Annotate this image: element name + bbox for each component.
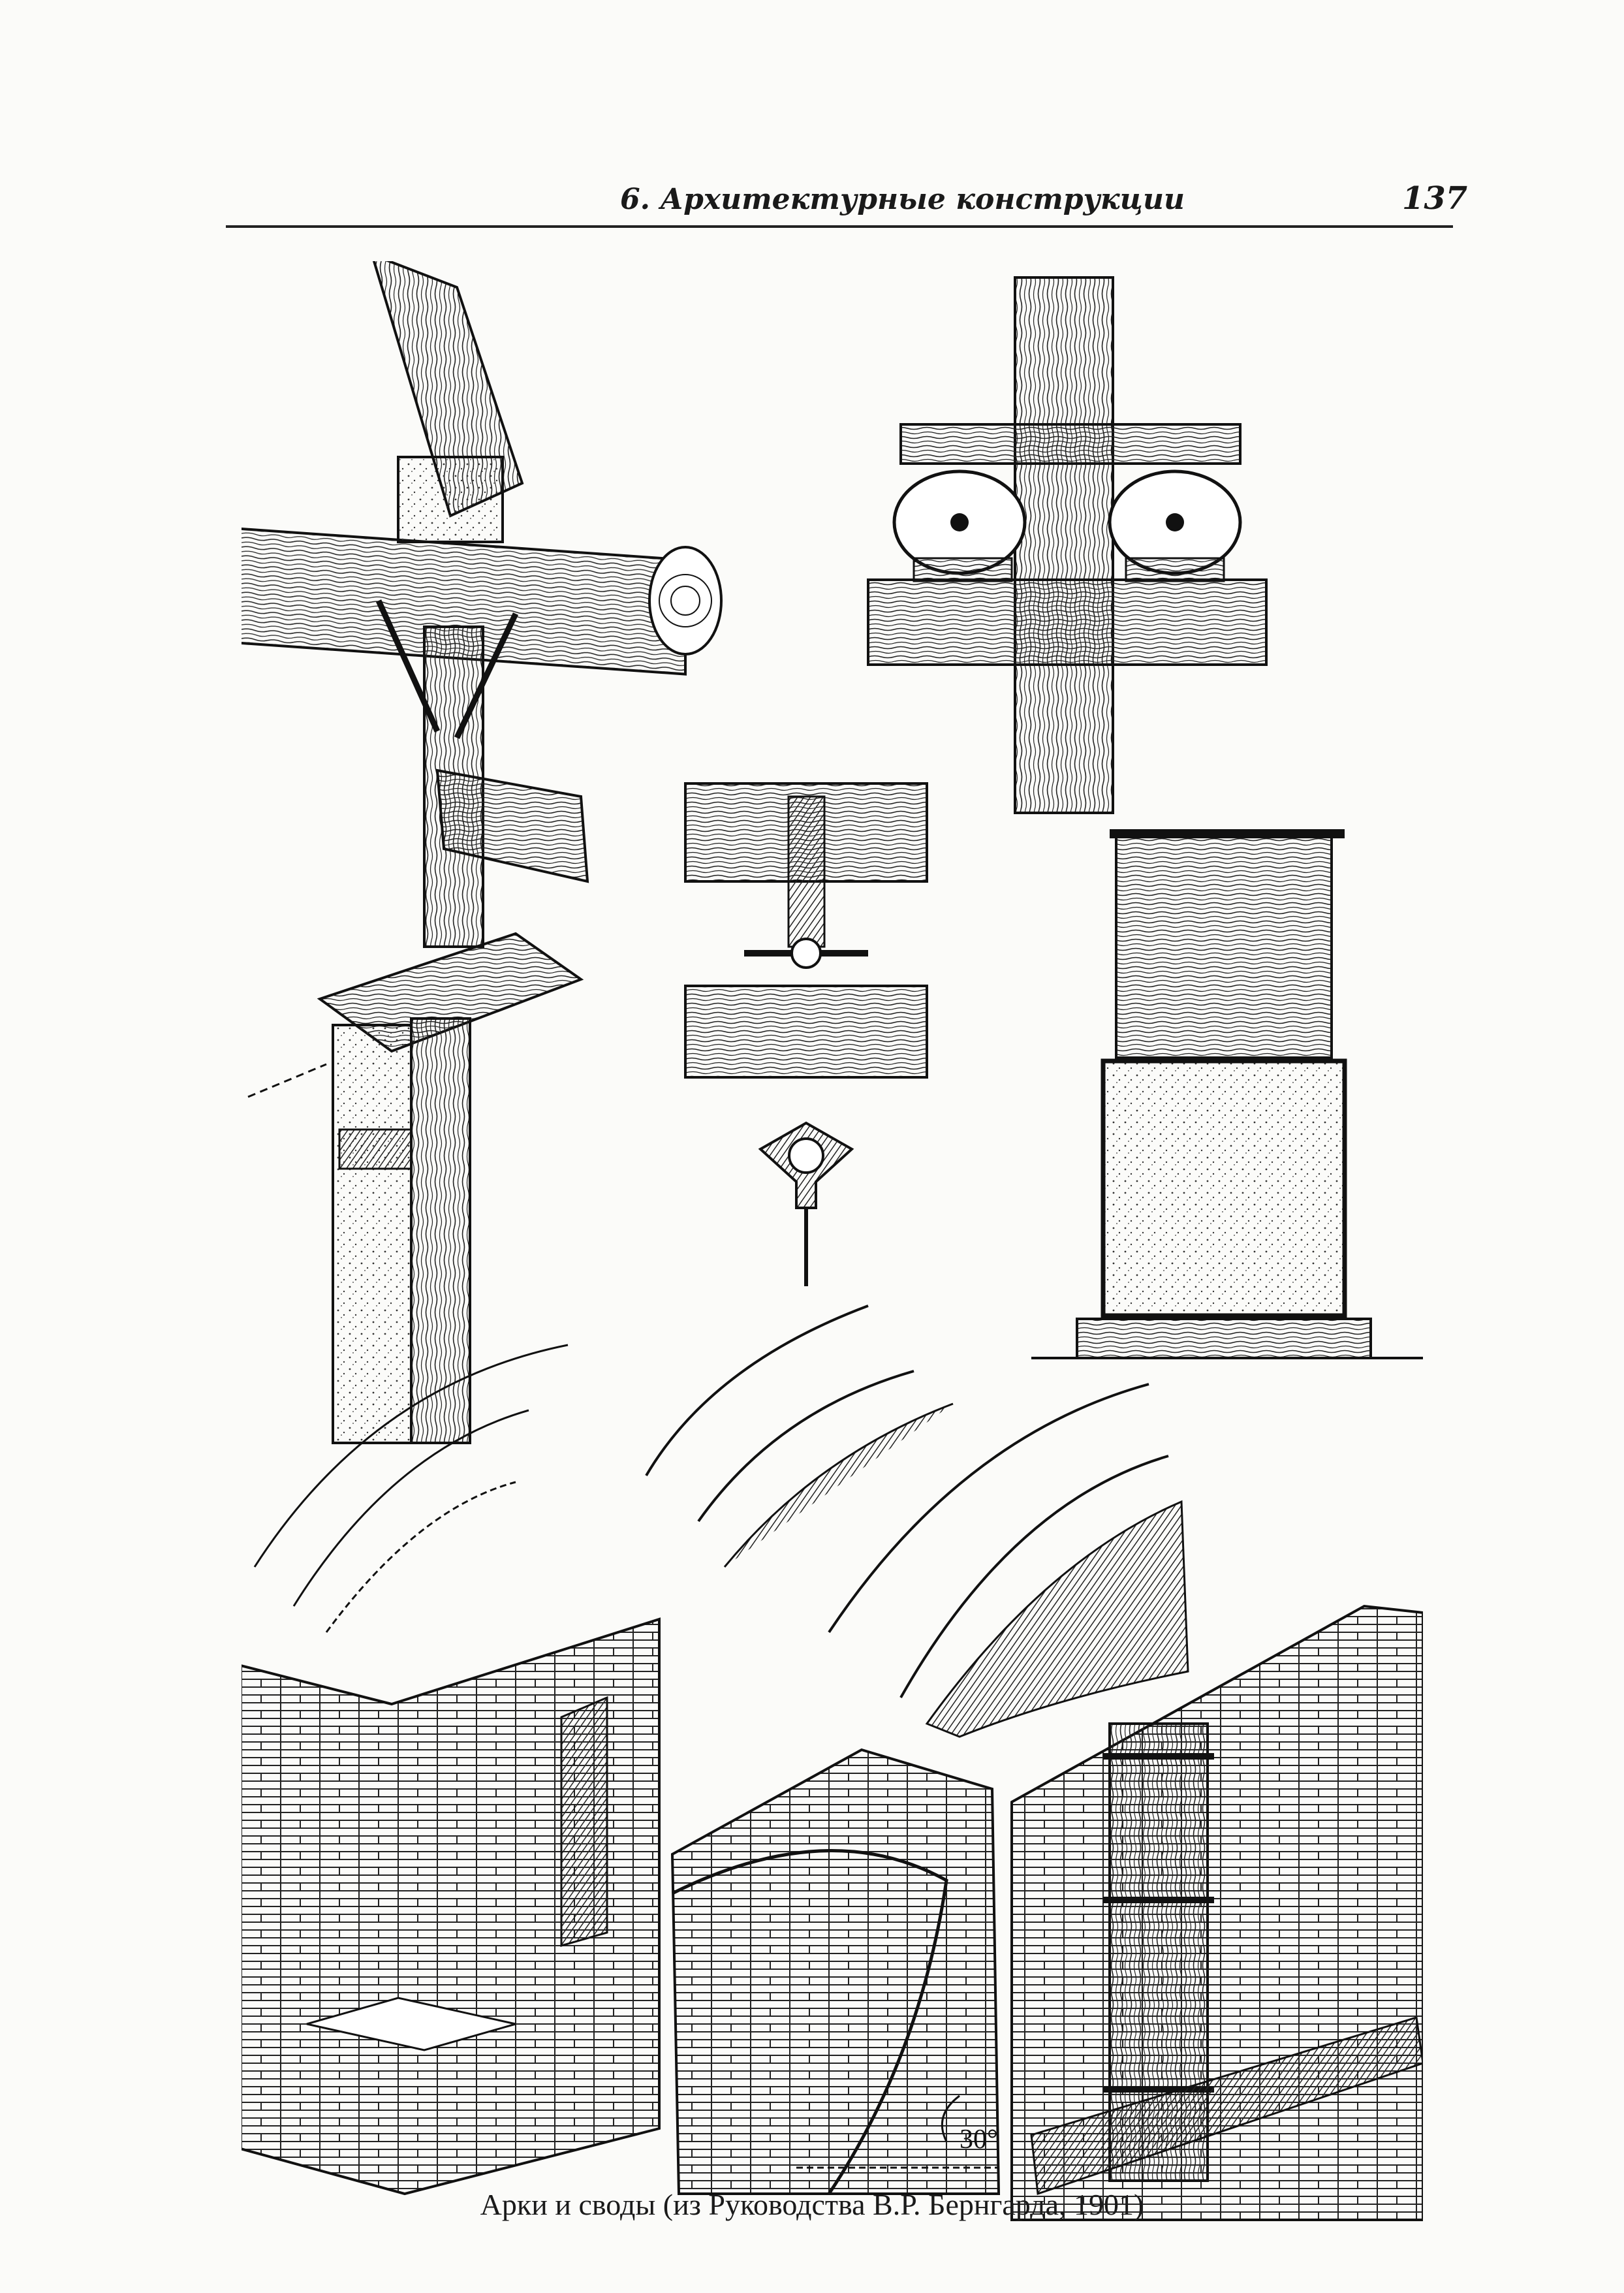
angle-label: 30° xyxy=(960,2125,998,2155)
box-pedestal-drawing xyxy=(1031,829,1423,1359)
screw-jack-drawing xyxy=(684,782,928,1286)
arch-right xyxy=(828,1383,1189,1738)
beam-post-drawing xyxy=(247,932,584,1444)
illustration-plate: 30° xyxy=(242,261,1423,2239)
engraving-svg: 30° xyxy=(242,261,1423,2221)
arch-center xyxy=(645,1305,954,1568)
brick-corner-drawing xyxy=(242,1617,661,2196)
running-head: 6. Архитектурные конструкции 137 xyxy=(0,171,1624,223)
header-rule xyxy=(226,225,1453,228)
vault-drawing: 30° xyxy=(670,1748,1001,2195)
section-title: 6. Архитектурные конструкции xyxy=(620,183,1185,216)
page-number: 137 xyxy=(1402,180,1468,217)
figure-caption: Арки и своды (из Руководства В.Р. Бернга… xyxy=(480,2188,1144,2221)
brick-wall-door-drawing xyxy=(1010,1604,1423,2221)
timber-joint-drawing xyxy=(242,261,723,948)
arch-left xyxy=(253,1344,569,1633)
roller-bearing-drawing xyxy=(867,276,1268,814)
